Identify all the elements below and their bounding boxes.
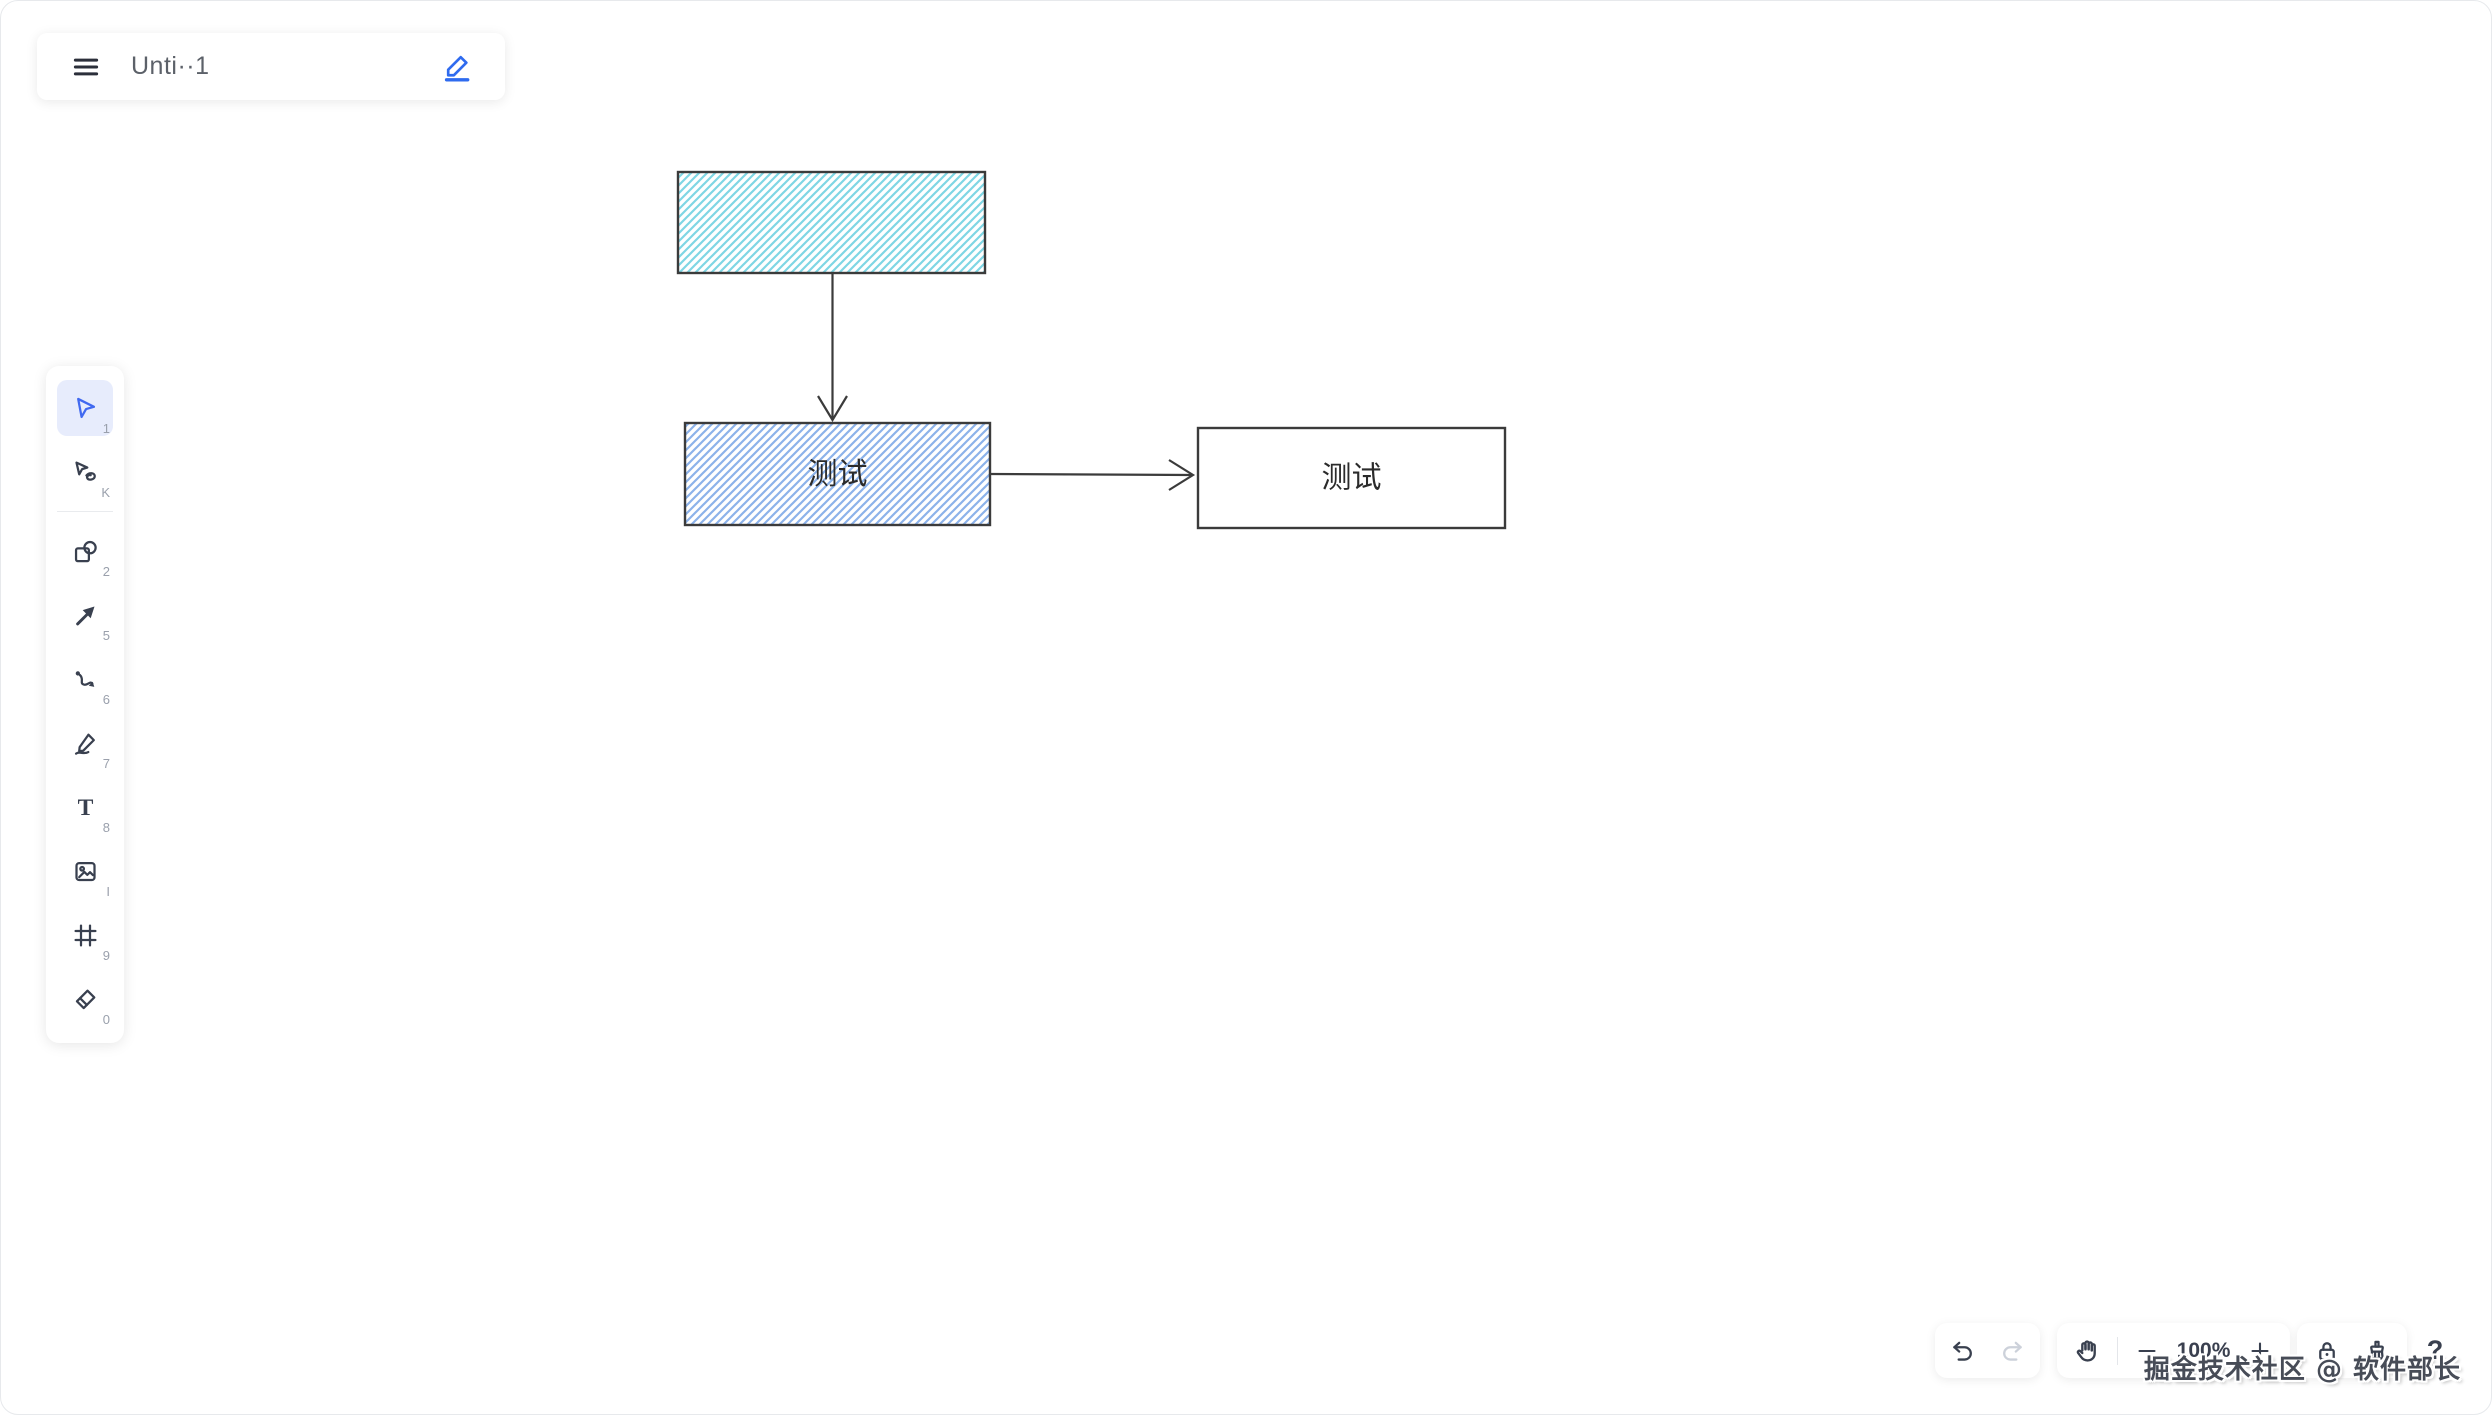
tool-shortcut-label: I bbox=[106, 884, 110, 899]
zoom-out-button[interactable] bbox=[2127, 1331, 2167, 1371]
edit-pencil-icon bbox=[444, 55, 470, 82]
canvas-options-toolbar bbox=[2297, 1323, 2407, 1378]
node-label: 测试 bbox=[808, 457, 868, 492]
node-rect-cyan[interactable] bbox=[676, 170, 987, 275]
node-rect-white[interactable]: 测试 bbox=[1196, 426, 1507, 530]
header-card: Unti··1 bbox=[37, 33, 505, 100]
undo-icon bbox=[1953, 1341, 1973, 1361]
toolbar-divider bbox=[2116, 1336, 2118, 1365]
minus-icon bbox=[2138, 1349, 2156, 1352]
tool-shortcut-label: K bbox=[101, 485, 110, 500]
hand-tool-button[interactable] bbox=[2067, 1331, 2107, 1371]
redo-button[interactable] bbox=[1992, 1331, 2032, 1371]
tool-text[interactable]: T 8 bbox=[57, 779, 113, 835]
connector-right-arrow[interactable] bbox=[990, 459, 1196, 491]
marker-icon bbox=[74, 733, 95, 755]
tool-image[interactable]: I bbox=[57, 843, 113, 899]
tool-shortcut-label: 6 bbox=[102, 692, 110, 707]
clean-canvas-button[interactable] bbox=[2357, 1331, 2397, 1371]
rename-button[interactable] bbox=[435, 45, 479, 89]
frame-icon bbox=[73, 923, 97, 947]
tool-shortcut-label: 7 bbox=[102, 756, 110, 771]
main-menu-button[interactable] bbox=[65, 46, 107, 88]
connector-down-arrow[interactable] bbox=[817, 274, 848, 423]
tool-shortcut-label: 8 bbox=[102, 820, 110, 835]
tool-shortcut-label: 1 bbox=[102, 421, 110, 436]
node-label: 测试 bbox=[1322, 461, 1382, 496]
undo-button[interactable] bbox=[1943, 1331, 1983, 1371]
curve-icon bbox=[75, 670, 94, 687]
history-toolbar bbox=[1935, 1323, 2040, 1378]
tool-selection[interactable]: 1 bbox=[57, 380, 113, 436]
text-tool-glyph: T bbox=[77, 794, 93, 820]
tool-shape[interactable]: 2 bbox=[57, 523, 113, 579]
help-label: ? bbox=[2426, 1334, 2444, 1365]
plus-icon bbox=[2251, 1341, 2269, 1360]
lock-button[interactable] bbox=[2307, 1331, 2347, 1371]
eraser-icon bbox=[75, 989, 95, 1009]
tool-connector[interactable]: 6 bbox=[57, 651, 113, 707]
tool-shortcut-label: 9 bbox=[102, 948, 110, 963]
help-button[interactable]: ? bbox=[2412, 1327, 2458, 1373]
hamburger-icon bbox=[73, 58, 99, 75]
hand-icon bbox=[2076, 1340, 2096, 1362]
tool-arrow[interactable]: 5 bbox=[57, 587, 113, 643]
zoom-level-value[interactable]: 100% bbox=[2176, 1338, 2231, 1362]
node-rect-blue[interactable]: 测试 bbox=[683, 421, 992, 527]
tool-shortcut-label: 0 bbox=[102, 1012, 110, 1027]
tool-draw[interactable]: 7 bbox=[57, 715, 113, 771]
document-title: Unti··1 bbox=[131, 52, 210, 80]
zoom-in-button[interactable] bbox=[2240, 1331, 2280, 1371]
tool-eraser[interactable]: 0 bbox=[57, 971, 113, 1027]
redo-icon bbox=[2002, 1341, 2022, 1361]
lock-icon bbox=[2319, 1341, 2335, 1360]
cursor-icon bbox=[76, 397, 95, 418]
broom-icon bbox=[2370, 1340, 2384, 1360]
arrow-icon bbox=[75, 606, 94, 625]
tool-shortcut-label: 2 bbox=[102, 564, 110, 579]
tool-shortcut-label: 5 bbox=[102, 628, 110, 643]
tool-lasso[interactable]: K bbox=[57, 444, 113, 500]
zoom-toolbar: 100% bbox=[2057, 1323, 2290, 1378]
tool-frame[interactable]: 9 bbox=[57, 907, 113, 963]
tool-divider bbox=[57, 511, 113, 512]
text-icon: T bbox=[77, 794, 93, 820]
shapes-icon bbox=[74, 540, 97, 562]
image-icon bbox=[74, 861, 96, 881]
tool-panel: 1 K 2 5 bbox=[46, 366, 124, 1043]
lasso-icon bbox=[74, 460, 96, 481]
